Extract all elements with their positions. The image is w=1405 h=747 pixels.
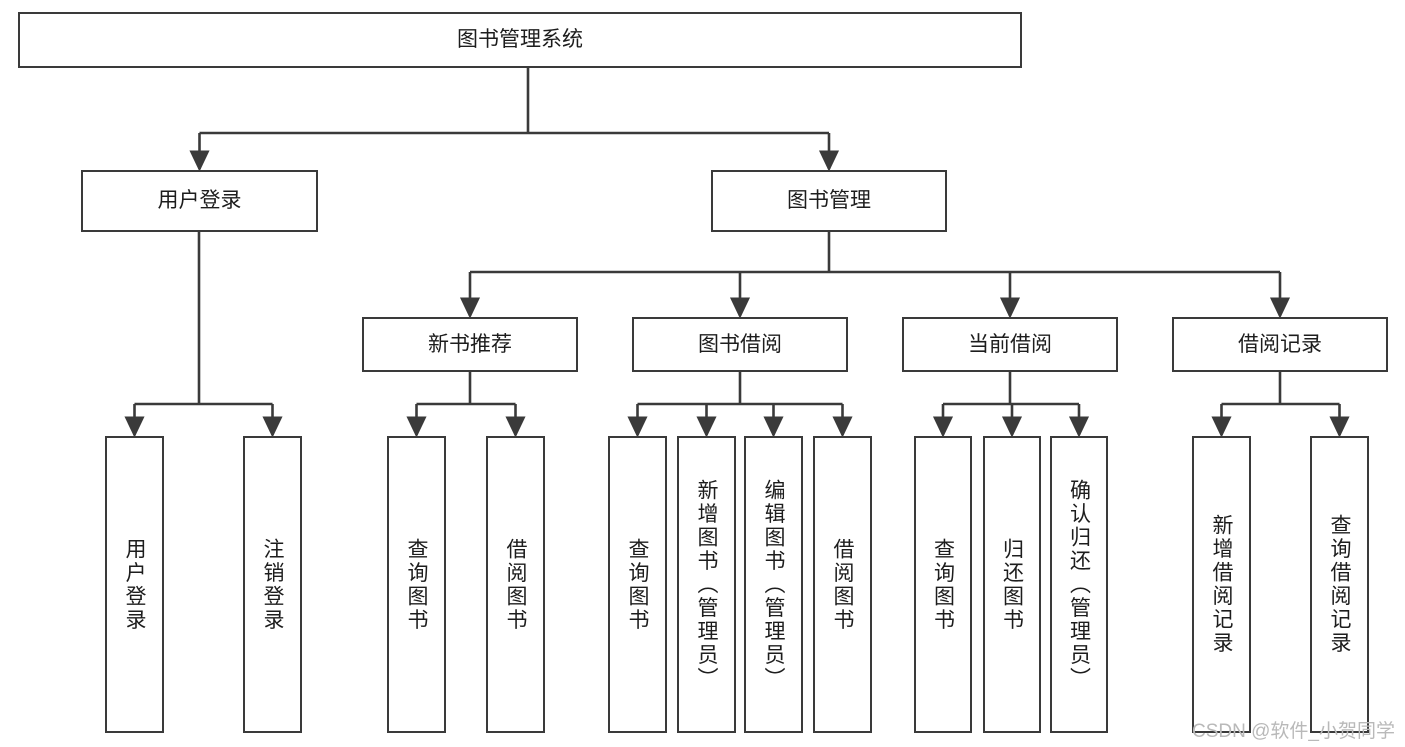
node-label: 当前借阅 [968,332,1052,356]
node-current[interactable]: 当前借阅 [902,317,1118,372]
node-borrow[interactable]: 图书借阅 [632,317,848,372]
node-label: 用户登录 [157,189,242,213]
node-label: 图书管理 [787,189,871,213]
node-label: 查询图书 [405,537,428,632]
node-newbook[interactable]: 新书推荐 [362,317,578,372]
node-l8[interactable]: 借阅图书 [813,436,872,733]
node-l6[interactable]: 新增图书（管理员） [677,436,736,733]
node-l10[interactable]: 归还图书 [983,436,1041,733]
node-label: 图书借阅 [698,332,782,356]
node-label: 用户登录 [123,537,146,632]
node-l3[interactable]: 查询图书 [387,436,446,733]
node-label: 查询借阅记录 [1328,514,1351,655]
node-label: 借阅图书 [504,537,527,632]
node-label: 新增图书（管理员） [695,478,718,691]
node-label: 查询图书 [626,537,649,632]
node-label: 注销登录 [261,537,284,632]
node-l11[interactable]: 确认归还（管理员） [1050,436,1108,733]
node-records[interactable]: 借阅记录 [1172,317,1388,372]
node-bookmgmt[interactable]: 图书管理 [711,170,947,232]
node-label: 借阅记录 [1238,332,1322,356]
node-l9[interactable]: 查询图书 [914,436,972,733]
node-l13[interactable]: 查询借阅记录 [1310,436,1369,733]
node-l1[interactable]: 用户登录 [105,436,164,733]
node-label: 确认归还（管理员） [1067,478,1091,691]
node-label: 新书推荐 [428,332,512,356]
node-label: 借阅图书 [831,537,854,632]
node-login[interactable]: 用户登录 [81,170,318,232]
node-l4[interactable]: 借阅图书 [486,436,545,733]
node-l12[interactable]: 新增借阅记录 [1192,436,1251,733]
node-l2[interactable]: 注销登录 [243,436,302,733]
node-label: 归还图书 [1000,537,1024,632]
node-label: 图书管理系统 [457,28,583,52]
node-label: 查询图书 [931,537,955,632]
node-root[interactable]: 图书管理系统 [18,12,1022,68]
node-label: 编辑图书（管理员） [762,478,785,691]
node-label: 新增借阅记录 [1210,514,1233,655]
watermark-text: CSDN @软件_小贺同学 [1192,721,1395,742]
node-l7[interactable]: 编辑图书（管理员） [744,436,803,733]
node-l5[interactable]: 查询图书 [608,436,667,733]
